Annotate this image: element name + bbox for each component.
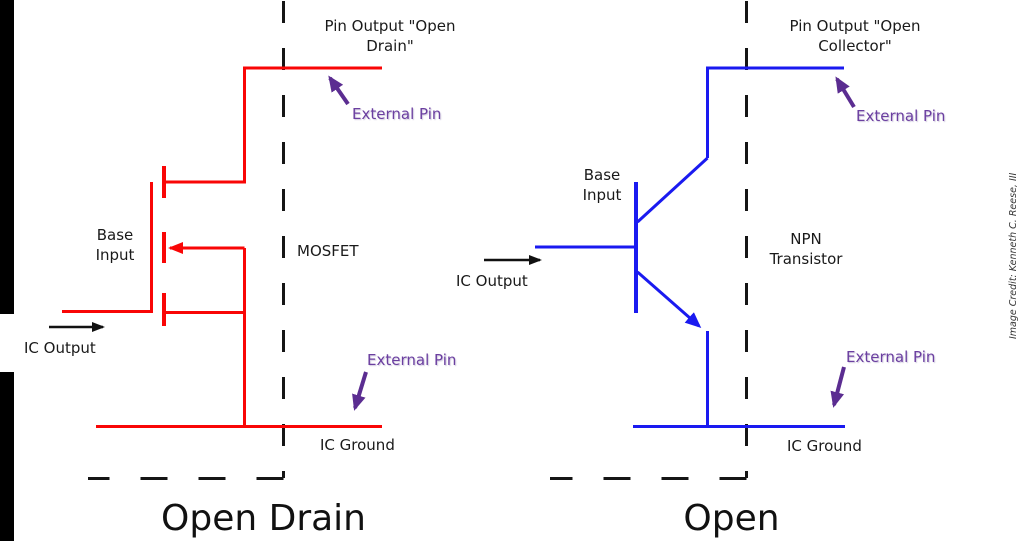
open-collector-title: Open Collector	[651, 498, 811, 541]
ic-ground-label-right: IC Ground	[787, 437, 862, 455]
external-pin-arrow-top-right	[835, 76, 856, 109]
open-collector-circuit	[535, 66, 845, 428]
signal-arrows	[49, 255, 542, 332]
npn-emitter-diagonal	[636, 270, 702, 328]
external-pin-arrow-bottom-left	[352, 371, 368, 411]
npn-collector-diagonal	[636, 156, 709, 224]
pin-output-open-drain-label: Pin Output "Open Drain"	[324, 17, 456, 55]
external-pin-label-top-left: External Pin	[352, 105, 442, 123]
ic-ground-label-left: IC Ground	[320, 436, 395, 454]
external-pin-label-top-right: External Pin	[856, 107, 946, 125]
external-pin-arrow-top-left	[328, 75, 350, 106]
ic-boundary-dashed-lines	[88, 1, 748, 480]
collector-pin-trace	[706, 66, 844, 158]
external-pin-arrows	[328, 75, 856, 411]
pin-output-open-collector-label: Pin Output "Open Collector"	[789, 17, 921, 55]
ic-output-label-left: IC Output	[24, 339, 96, 357]
drain-pin-trace	[165, 66, 382, 184]
base-input-label-right: Base Input	[582, 166, 622, 204]
mosfet-label: MOSFET	[297, 242, 359, 260]
open-drain-title: Open Drain	[161, 498, 366, 539]
ic-output-label-right: IC Output	[456, 272, 528, 290]
npn-transistor-label: NPN Transistor	[769, 230, 843, 268]
base-input-label-left: Base Input	[95, 226, 135, 264]
image-credit: Image Credit: Kenneth C. Reese, III	[1008, 172, 1019, 339]
external-pin-label-bottom-left: External Pin	[367, 351, 457, 369]
open-drain-circuit	[62, 66, 382, 428]
external-pin-arrow-bottom-right	[830, 366, 846, 408]
external-pin-label-bottom-right: External Pin	[846, 348, 936, 366]
left-edge-bar-bottom	[0, 372, 14, 541]
left-edge-bar-top	[0, 0, 14, 314]
